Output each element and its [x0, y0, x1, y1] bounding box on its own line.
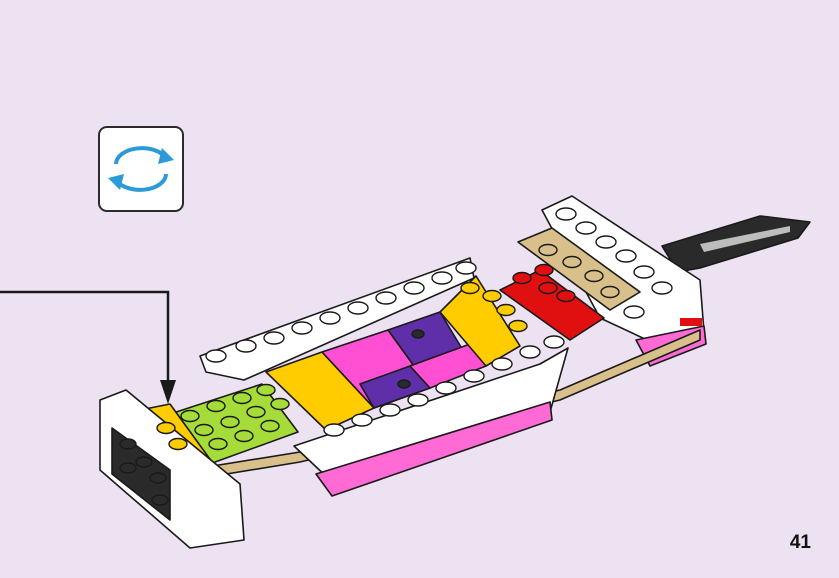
page-number: 41 [790, 532, 811, 554]
